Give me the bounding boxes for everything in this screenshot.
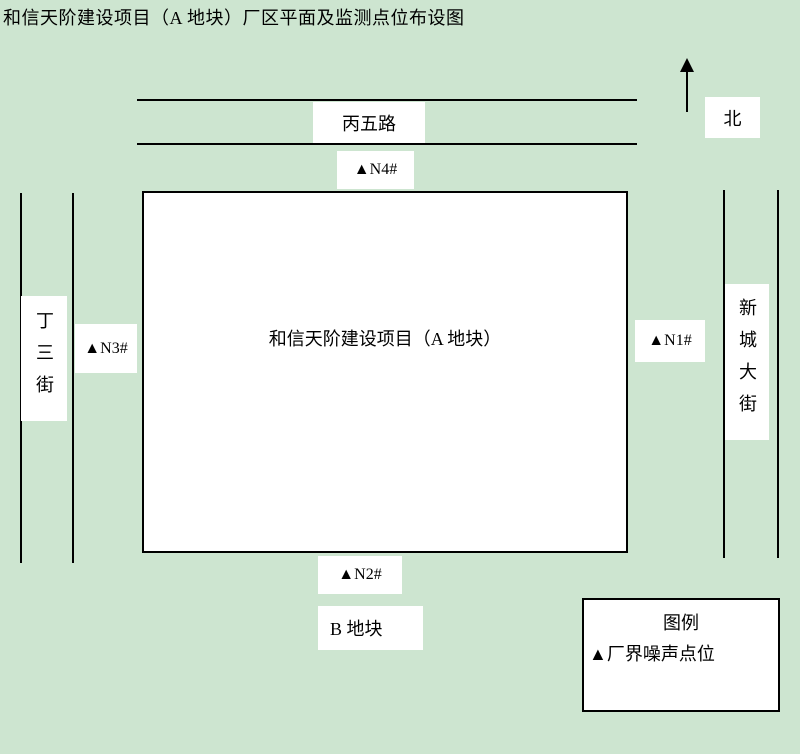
- road-west-inner-line: [72, 193, 74, 563]
- site-boundary: 和信天阶建设项目（A 地块）: [142, 191, 628, 553]
- north-arrow-line: [686, 71, 688, 112]
- road-east-outer-line: [777, 190, 779, 558]
- road-north-bottom-line: [137, 143, 637, 145]
- legend-item-noise-point: ▲厂界噪声点位: [589, 644, 715, 664]
- legend-title: 图例: [663, 613, 699, 633]
- monitoring-point-n3-label: ▲N3#: [75, 324, 137, 373]
- plot-b-label: B 地块: [318, 606, 423, 650]
- road-east-label-text: 新城大街: [737, 298, 757, 426]
- legend-box: 图例 ▲厂界噪声点位: [582, 598, 780, 712]
- road-north-top-line: [137, 99, 637, 101]
- road-east-inner-line: [723, 190, 725, 558]
- diagram-title: 和信天阶建设项目（A 地块）厂区平面及监测点位布设图: [3, 8, 465, 28]
- monitoring-point-n4-label: ▲N4#: [337, 151, 414, 189]
- monitoring-point-n2-label: ▲N2#: [318, 556, 402, 594]
- road-north-label: 丙五路: [313, 102, 425, 143]
- north-arrow-icon: [680, 58, 694, 72]
- site-label: 和信天阶建设项目（A 地块）: [268, 329, 502, 349]
- road-west-label-text: 丁三街: [34, 310, 54, 407]
- road-west-label: 丁三街: [21, 296, 67, 421]
- north-label: 北: [705, 97, 760, 138]
- monitoring-point-n1-label: ▲N1#: [635, 320, 705, 362]
- road-east-label: 新城大街: [725, 284, 769, 440]
